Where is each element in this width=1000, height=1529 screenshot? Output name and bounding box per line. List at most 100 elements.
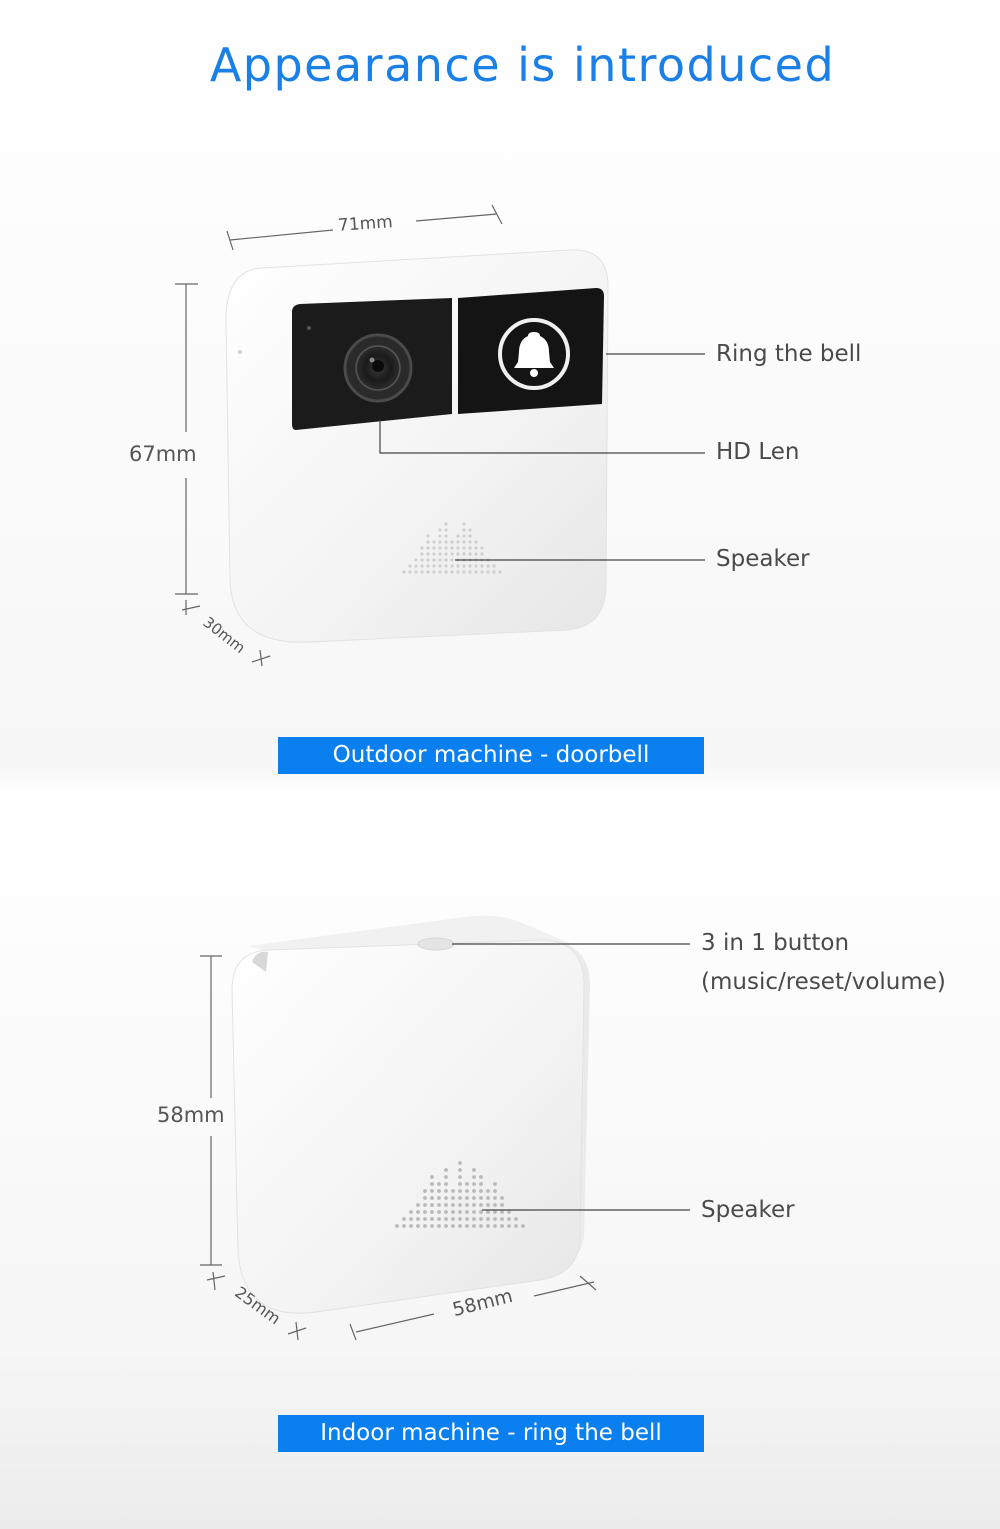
speaker-hole (468, 540, 472, 544)
speaker-hole (451, 1196, 455, 1200)
speaker-hole (458, 1210, 462, 1214)
speaker-hole (420, 558, 424, 562)
speaker-hole (395, 1224, 399, 1228)
speaker-hole (450, 558, 454, 562)
indoor-speaker-grille (395, 1161, 525, 1228)
speaker-hole (468, 546, 472, 550)
speaker-hole (414, 570, 418, 574)
speaker-hole (474, 552, 478, 556)
speaker-hole (437, 1224, 441, 1228)
speaker-hole (437, 1217, 441, 1221)
speaker-hole (493, 1196, 497, 1200)
speaker-hole (444, 540, 448, 544)
speaker-hole (402, 1224, 406, 1228)
speaker-hole (462, 522, 466, 526)
speaker-hole (423, 1217, 427, 1221)
speaker-hole (486, 1196, 490, 1200)
speaker-hole (432, 564, 436, 568)
speaker-hole (479, 1182, 483, 1186)
speaker-hole (426, 558, 430, 562)
speaker-hole (451, 1210, 455, 1214)
speaker-hole (451, 1224, 455, 1228)
speaker-hole (409, 1210, 413, 1214)
speaker-hole (450, 546, 454, 550)
speaker-hole (462, 528, 466, 532)
speaker-hole (456, 570, 460, 574)
speaker-hole (451, 1189, 455, 1193)
speaker-hole (444, 1189, 448, 1193)
speaker-hole (480, 546, 484, 550)
speaker-hole (468, 534, 472, 538)
speaker-hole (437, 1196, 441, 1200)
speaker-hole (423, 1210, 427, 1214)
speaker-hole (500, 1210, 504, 1214)
speaker-hole (444, 1175, 448, 1179)
speaker-hole (472, 1189, 476, 1193)
speaker-hole (423, 1224, 427, 1228)
speaker-hole (450, 540, 454, 544)
speaker-hole (479, 1203, 483, 1207)
speaker-hole (500, 1203, 504, 1207)
speaker-hole (430, 1196, 434, 1200)
speaker-hole (462, 534, 466, 538)
speaker-hole (430, 1210, 434, 1214)
callout-button-functions: (music/reset/volume) (701, 969, 946, 995)
speaker-hole (444, 1182, 448, 1186)
speaker-hole (438, 570, 442, 574)
speaker-hole (493, 1210, 497, 1214)
speaker-hole (458, 1161, 462, 1165)
speaker-hole (444, 1196, 448, 1200)
speaker-hole (462, 570, 466, 574)
speaker-hole (507, 1224, 511, 1228)
speaker-hole (479, 1189, 483, 1193)
speaker-hole (486, 1210, 490, 1214)
speaker-hole (474, 570, 478, 574)
speaker-hole (438, 552, 442, 556)
speaker-hole (423, 1189, 427, 1193)
speaker-hole (472, 1224, 476, 1228)
speaker-hole (437, 1210, 441, 1214)
speaker-hole (444, 570, 448, 574)
speaker-hole (444, 546, 448, 550)
speaker-hole (444, 1168, 448, 1172)
speaker-hole (430, 1182, 434, 1186)
speaker-hole (414, 564, 418, 568)
speaker-hole (492, 564, 496, 568)
callout-hd-lens: HD Len (716, 439, 800, 465)
speaker-hole (465, 1217, 469, 1221)
speaker-hole (500, 1217, 504, 1221)
speaker-hole (472, 1168, 476, 1172)
speaker-hole (402, 1217, 406, 1221)
speaker-hole (416, 1210, 420, 1214)
speaker-hole (479, 1196, 483, 1200)
speaker-hole (480, 570, 484, 574)
speaker-hole (465, 1189, 469, 1193)
speaker-hole (426, 552, 430, 556)
speaker-hole (426, 570, 430, 574)
speaker-hole (479, 1175, 483, 1179)
three-in-one-button-icon (417, 937, 455, 951)
speaker-hole (420, 564, 424, 568)
speaker-hole (462, 540, 466, 544)
indoor-height-dimension: 58mm (157, 1103, 225, 1127)
speaker-hole (450, 570, 454, 574)
outdoor-width-dimension: 71mm (337, 212, 394, 236)
speaker-hole (468, 570, 472, 574)
speaker-hole (498, 570, 502, 574)
speaker-hole (474, 546, 478, 550)
speaker-hole (465, 1224, 469, 1228)
speaker-hole (486, 1217, 490, 1221)
speaker-hole (456, 552, 460, 556)
speaker-hole (514, 1224, 518, 1228)
chime-front-face (231, 939, 585, 1314)
speaker-hole (507, 1210, 511, 1214)
speaker-hole (493, 1217, 497, 1221)
speaker-hole (444, 1217, 448, 1221)
speaker-hole (437, 1182, 441, 1186)
speaker-hole (432, 546, 436, 550)
speaker-hole (458, 1168, 462, 1172)
speaker-hole (462, 552, 466, 556)
speaker-hole (493, 1189, 497, 1193)
speaker-hole (437, 1189, 441, 1193)
speaker-hole (444, 558, 448, 562)
